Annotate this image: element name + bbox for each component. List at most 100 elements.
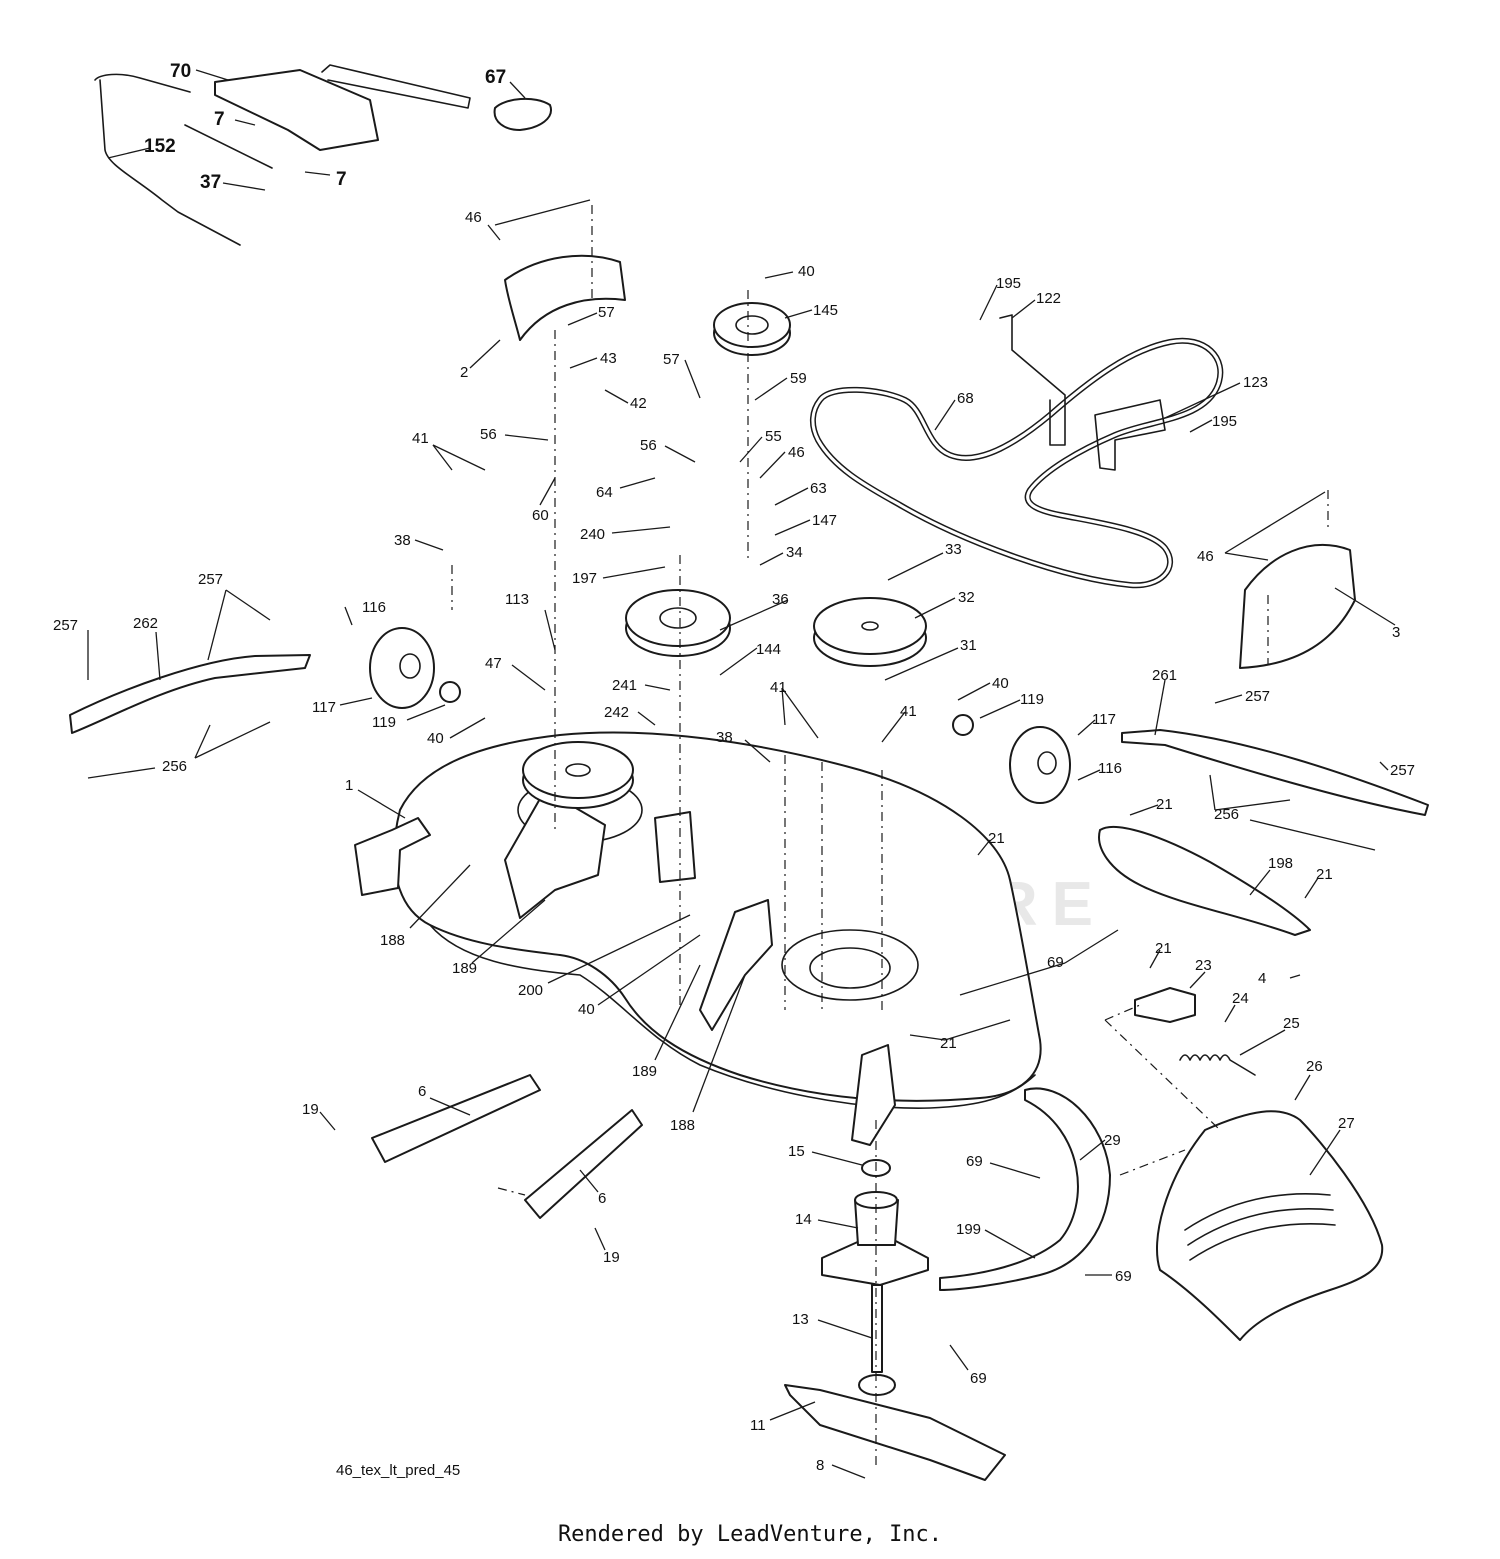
- callout-21[interactable]: 21: [1155, 940, 1172, 957]
- callout-152[interactable]: 152: [144, 136, 176, 157]
- callout-68[interactable]: 68: [957, 390, 974, 407]
- callout-113[interactable]: 113: [505, 591, 529, 608]
- callout-24[interactable]: 24: [1232, 990, 1249, 1007]
- callout-188[interactable]: 188: [670, 1117, 695, 1134]
- callout-46[interactable]: 46: [465, 209, 482, 226]
- callout-195[interactable]: 195: [1212, 413, 1237, 430]
- callout-56[interactable]: 56: [480, 426, 497, 443]
- callout-257[interactable]: 257: [1245, 688, 1270, 705]
- callout-195[interactable]: 195: [996, 275, 1021, 292]
- callout-257[interactable]: 257: [198, 571, 223, 588]
- callout-38[interactable]: 38: [716, 729, 733, 746]
- callout-40[interactable]: 40: [992, 675, 1009, 692]
- callout-1[interactable]: 1: [345, 777, 353, 794]
- callout-57[interactable]: 57: [598, 304, 615, 321]
- callout-27[interactable]: 27: [1338, 1115, 1355, 1132]
- callout-144[interactable]: 144: [756, 641, 781, 658]
- callout-123[interactable]: 123: [1243, 374, 1268, 391]
- callout-117[interactable]: 117: [1092, 711, 1116, 728]
- idler-pulley-36: [625, 589, 731, 657]
- callout-43[interactable]: 43: [600, 350, 617, 367]
- callout-256[interactable]: 256: [162, 758, 187, 775]
- callout-116[interactable]: 116: [362, 599, 386, 616]
- callout-240[interactable]: 240: [580, 526, 605, 543]
- callout-47[interactable]: 47: [485, 655, 502, 672]
- callout-23[interactable]: 23: [1195, 957, 1212, 974]
- callout-67[interactable]: 67: [485, 67, 506, 88]
- callout-26[interactable]: 26: [1306, 1058, 1323, 1075]
- callout-145[interactable]: 145: [813, 302, 838, 319]
- spindle-shaft-13: [871, 1284, 883, 1373]
- callout-8[interactable]: 8: [816, 1457, 824, 1474]
- callout-11[interactable]: 11: [750, 1417, 766, 1434]
- callout-41[interactable]: 41: [770, 679, 787, 696]
- callout-33[interactable]: 33: [945, 541, 962, 558]
- callout-197[interactable]: 197: [572, 570, 597, 587]
- callout-70[interactable]: 70: [170, 61, 191, 82]
- callout-69[interactable]: 69: [970, 1370, 987, 1387]
- callout-46[interactable]: 46: [788, 444, 805, 461]
- callout-19[interactable]: 19: [302, 1101, 319, 1118]
- callout-60[interactable]: 60: [532, 507, 549, 524]
- callout-116[interactable]: 116: [1098, 760, 1122, 777]
- callout-19[interactable]: 19: [603, 1249, 620, 1266]
- callout-199[interactable]: 199: [956, 1221, 981, 1238]
- callout-257[interactable]: 257: [1390, 762, 1415, 779]
- callout-21[interactable]: 21: [940, 1035, 957, 1052]
- callout-21[interactable]: 21: [1316, 866, 1333, 883]
- callout-7[interactable]: 7: [214, 109, 225, 130]
- callout-7[interactable]: 7: [336, 169, 347, 190]
- callout-55[interactable]: 55: [765, 428, 782, 445]
- callout-34[interactable]: 34: [786, 544, 803, 561]
- callout-69[interactable]: 69: [1047, 954, 1064, 971]
- callout-59[interactable]: 59: [790, 370, 807, 387]
- callout-117[interactable]: 117: [312, 699, 336, 716]
- callout-40[interactable]: 40: [427, 730, 444, 747]
- callout-63[interactable]: 63: [810, 480, 827, 497]
- callout-189[interactable]: 189: [632, 1063, 657, 1080]
- callout-200[interactable]: 200: [518, 982, 543, 999]
- callout-122[interactable]: 122: [1036, 290, 1061, 307]
- callout-14[interactable]: 14: [795, 1211, 812, 1228]
- callout-4[interactable]: 4: [1258, 970, 1266, 987]
- callout-256[interactable]: 256: [1214, 806, 1239, 823]
- callout-69[interactable]: 69: [966, 1153, 983, 1170]
- callout-257[interactable]: 257: [53, 617, 78, 634]
- callout-2[interactable]: 2: [460, 364, 468, 381]
- callout-42[interactable]: 42: [630, 395, 647, 412]
- callout-40[interactable]: 40: [798, 263, 815, 280]
- callout-198[interactable]: 198: [1268, 855, 1293, 872]
- diagram-code: 46_tex_lt_pred_45: [336, 1462, 461, 1479]
- callout-56[interactable]: 56: [640, 437, 657, 454]
- callout-21[interactable]: 21: [1156, 796, 1173, 813]
- callout-46[interactable]: 46: [1197, 548, 1214, 565]
- callout-38[interactable]: 38: [394, 532, 411, 549]
- callout-242[interactable]: 242: [604, 704, 629, 721]
- callout-57[interactable]: 57: [663, 351, 680, 368]
- callout-241[interactable]: 241: [612, 677, 637, 694]
- callout-64[interactable]: 64: [596, 484, 613, 501]
- callout-41[interactable]: 41: [900, 703, 917, 720]
- callout-189[interactable]: 189: [452, 960, 477, 977]
- callout-37[interactable]: 37: [200, 172, 221, 193]
- callout-262[interactable]: 262: [133, 615, 158, 632]
- callout-6[interactable]: 6: [598, 1190, 606, 1207]
- callout-69[interactable]: 69: [1115, 1268, 1132, 1285]
- callout-25[interactable]: 25: [1283, 1015, 1300, 1032]
- callout-31[interactable]: 31: [960, 637, 977, 654]
- callout-119[interactable]: 119: [1020, 691, 1044, 708]
- callout-40[interactable]: 40: [578, 1001, 595, 1018]
- callout-261[interactable]: 261: [1152, 667, 1177, 684]
- callout-3[interactable]: 3: [1392, 624, 1400, 641]
- callout-36[interactable]: 36: [772, 591, 789, 608]
- callout-119[interactable]: 119: [372, 714, 396, 731]
- callout-6[interactable]: 6: [418, 1083, 426, 1100]
- callout-188[interactable]: 188: [380, 932, 405, 949]
- callout-32[interactable]: 32: [958, 589, 975, 606]
- callout-41[interactable]: 41: [412, 430, 429, 447]
- callout-147[interactable]: 147: [812, 512, 837, 529]
- callout-21[interactable]: 21: [988, 830, 1005, 847]
- callout-29[interactable]: 29: [1104, 1132, 1121, 1149]
- callout-15[interactable]: 15: [788, 1143, 805, 1160]
- callout-13[interactable]: 13: [792, 1311, 809, 1328]
